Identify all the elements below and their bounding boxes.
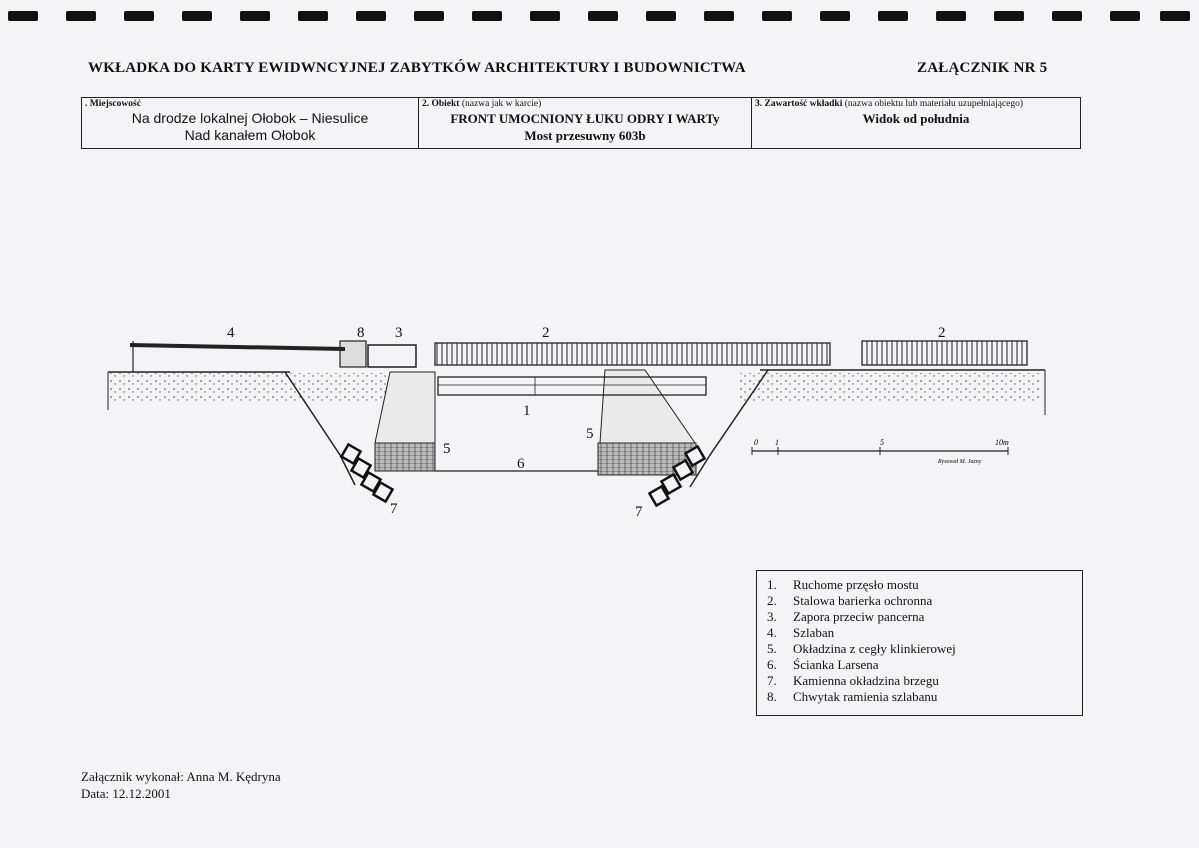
punch-mark bbox=[124, 11, 154, 21]
steel-railing-span bbox=[434, 342, 831, 366]
date-line: Data: 12.12.2001 bbox=[81, 786, 171, 801]
document-title: WKŁADKA DO KARTY EWIDWNCYJNEJ ZABYTKÓW A… bbox=[88, 60, 746, 76]
author-line: Załącznik wykonał: Anna M. Kędryna bbox=[81, 769, 281, 784]
legend-list: 1.Ruchome przęsło mostu 2.Stalowa barier… bbox=[757, 571, 1082, 705]
legend-item: 7.Kamienna okładzina brzegu bbox=[767, 673, 939, 688]
punch-mark bbox=[762, 11, 792, 21]
location-label: . Miejscowość bbox=[85, 99, 141, 109]
callout-8: 8 bbox=[357, 325, 365, 341]
drafter-note: Rysował M. Jazny bbox=[937, 459, 982, 465]
punch-mark bbox=[994, 11, 1024, 21]
callout-5: 5 bbox=[443, 441, 451, 457]
callout-1: 1 bbox=[523, 403, 531, 419]
punch-mark bbox=[414, 11, 444, 21]
slope-right bbox=[689, 369, 769, 488]
soil-right bbox=[740, 373, 1040, 403]
punch-mark bbox=[936, 11, 966, 21]
brick-cladding-left bbox=[374, 442, 436, 472]
attachment-number: ZAŁĄCZNIK NR 5 bbox=[917, 60, 1048, 76]
legend-item: 5.Okładzina z cegły klinkierowej bbox=[767, 641, 956, 656]
punch-mark bbox=[298, 11, 328, 21]
legend-item: 8.Chwytak ramienia szlabanu bbox=[767, 689, 938, 704]
movable-span bbox=[437, 376, 707, 396]
metadata-table: . Miejscowość Na drodze lokalnej Ołobok … bbox=[81, 97, 1081, 149]
contents-value: Widok od południa bbox=[862, 111, 970, 126]
scale-label-0: 0 bbox=[754, 438, 758, 447]
slope-left bbox=[284, 371, 356, 486]
punch-mark bbox=[530, 11, 560, 21]
scale-label-10: 10m bbox=[995, 438, 1009, 447]
legend-box: 1.Ruchome przęsło mostu 2.Stalowa barier… bbox=[756, 570, 1083, 716]
contents-cell: 3. Zawartość wkładki (nazwa obiektu lub … bbox=[751, 97, 1081, 149]
punch-mark bbox=[704, 11, 734, 21]
object-value-2: Most przesuwny 603b bbox=[524, 128, 646, 143]
scale-bar: 0 1 5 10m Rysował M. Jazny bbox=[751, 438, 1009, 465]
legend-item: 4.Szlaban bbox=[767, 625, 835, 640]
object-label-note: (nazwa jak w karcie) bbox=[461, 99, 542, 109]
punch-mark bbox=[356, 11, 386, 21]
scale-label-5: 5 bbox=[880, 438, 884, 447]
callout-2: 2 bbox=[542, 325, 550, 341]
callout-3: 3 bbox=[395, 325, 403, 341]
punch-mark bbox=[66, 11, 96, 21]
callout-5b: 5 bbox=[586, 426, 594, 442]
contents-label-note: (nazwa obiektu lub materiału uzupełniają… bbox=[844, 99, 1024, 109]
punch-mark bbox=[820, 11, 850, 21]
legend-item: 1.Ruchome przęsło mostu bbox=[767, 577, 919, 592]
object-cell: 2. Obiekt (nazwa jak w karcie) FRONT UMO… bbox=[418, 97, 752, 149]
punch-mark bbox=[1160, 11, 1190, 21]
punch-mark bbox=[588, 11, 618, 21]
punch-mark bbox=[8, 11, 38, 21]
location-value-2: Nad kanałem Ołobok bbox=[184, 127, 316, 143]
punch-mark bbox=[1110, 11, 1140, 21]
punch-mark bbox=[240, 11, 270, 21]
stone-revetment-right bbox=[647, 444, 707, 508]
legend-item: 6.Ścianka Larsena bbox=[767, 657, 879, 672]
object-label: 2. Obiekt bbox=[422, 99, 460, 109]
barrier-arm bbox=[129, 343, 346, 351]
stone-revetment-left bbox=[339, 442, 395, 504]
legend-item: 2.Stalowa barierka ochronna bbox=[767, 593, 933, 608]
punch-mark bbox=[1052, 11, 1082, 21]
bridge-elevation-drawing: 1 2 2 3 4 5 5 6 7 7 8 0 1 5 10m Rysował … bbox=[107, 325, 1046, 520]
punch-mark bbox=[646, 11, 676, 21]
callout-7b: 7 bbox=[635, 504, 643, 520]
punch-mark bbox=[182, 11, 212, 21]
callout-2b: 2 bbox=[938, 325, 946, 341]
steel-railing-right bbox=[861, 340, 1028, 366]
abutment-right bbox=[599, 369, 696, 444]
contents-label: 3. Zawartość wkładki bbox=[755, 99, 843, 109]
punch-mark bbox=[878, 11, 908, 21]
anti-tank-barrier bbox=[367, 344, 417, 368]
punch-mark bbox=[472, 11, 502, 21]
object-value-1: FRONT UMOCNIONY ŁUKU ODRY I WARTy bbox=[450, 111, 720, 126]
location-cell: . Miejscowość Na drodze lokalnej Ołobok … bbox=[81, 97, 419, 149]
callout-4: 4 bbox=[227, 325, 235, 341]
callout-7: 7 bbox=[390, 501, 398, 517]
soil-left bbox=[110, 373, 410, 403]
location-value-1: Na drodze lokalnej Ołobok – Niesulice bbox=[131, 110, 369, 126]
barrier-arm-grip bbox=[339, 340, 367, 368]
scale-label-1: 1 bbox=[775, 438, 779, 447]
legend-item: 3.Zapora przeciw pancerna bbox=[767, 609, 925, 624]
callout-6: 6 bbox=[517, 456, 525, 472]
